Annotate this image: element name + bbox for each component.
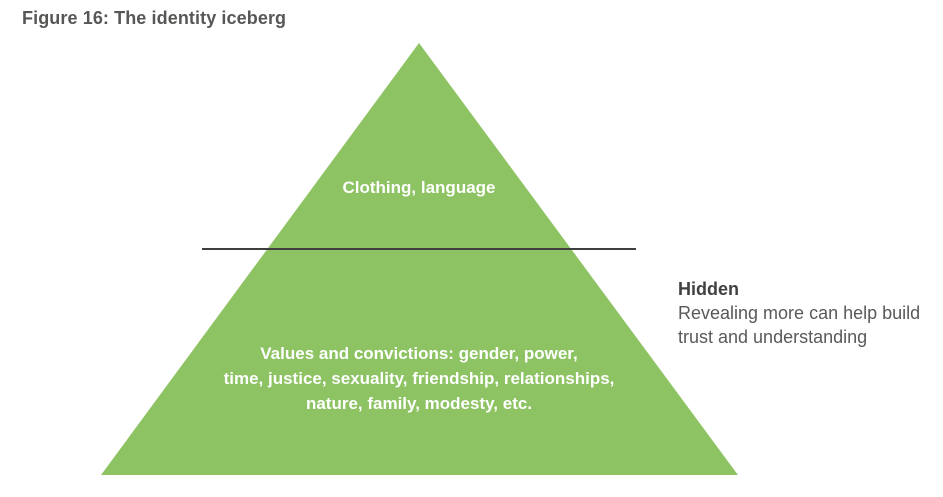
below-water-label-line: time, justice, sexuality, friendship, re… bbox=[223, 369, 615, 388]
annotation-body-line: trust and understanding bbox=[678, 327, 868, 347]
below-water-label: Values and convictions: gender, power, t… bbox=[169, 341, 669, 416]
above-water-label: Clothing, language bbox=[342, 178, 496, 197]
figure-title: Figure 16: The identity iceberg bbox=[22, 8, 287, 28]
iceberg-triangle bbox=[101, 43, 738, 475]
hidden-annotation: Hidden Revealing more can help build tru… bbox=[678, 277, 920, 349]
annotation-heading: Hidden bbox=[678, 279, 739, 299]
below-water-label-line: Values and convictions: gender, power, bbox=[260, 344, 578, 363]
annotation-body-line: Revealing more can help build bbox=[678, 303, 921, 323]
below-water-label-line: nature, family, modesty, etc. bbox=[305, 394, 533, 413]
